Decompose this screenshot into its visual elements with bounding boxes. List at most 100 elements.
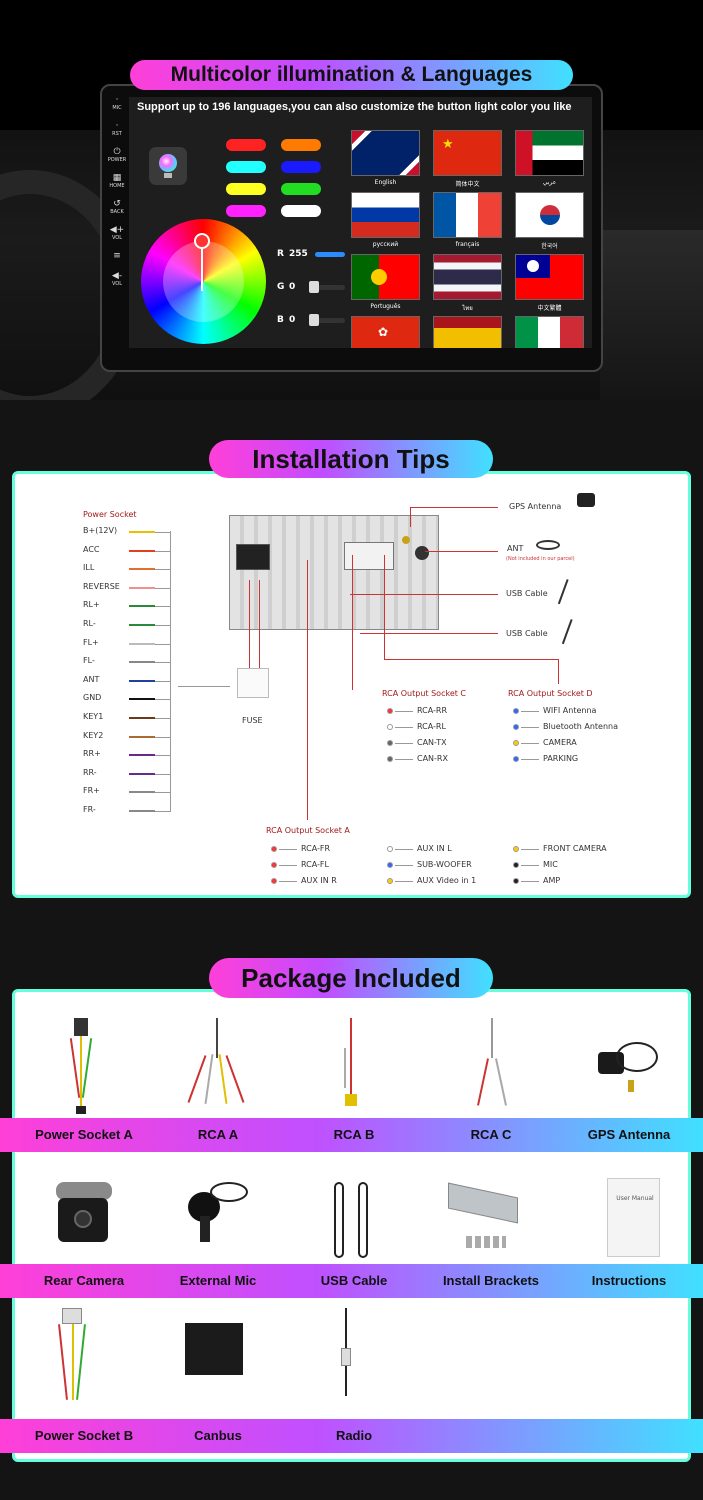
wheel-knob[interactable]: [194, 233, 210, 249]
flag-french[interactable]: [433, 192, 502, 238]
flag-thai[interactable]: [433, 254, 502, 300]
side-button-label: POWER: [107, 157, 127, 163]
rca-plug-icon: [513, 756, 519, 762]
menu-icon[interactable]: ≡: [106, 252, 128, 261]
color-swatch[interactable]: [226, 205, 266, 217]
r-slider[interactable]: [315, 252, 345, 257]
external-mic-image: [180, 1180, 250, 1250]
package-item-label: RCA C: [470, 1127, 512, 1142]
gps-antenna-label: GPS Antenna: [509, 502, 562, 511]
power-pin-label: RR+: [83, 749, 101, 759]
color-swatch[interactable]: [226, 161, 266, 173]
wheel-pointer-line: [201, 247, 203, 291]
power-pin-label: KEY1: [83, 712, 104, 721]
color-swatch[interactable]: [226, 139, 266, 151]
ant-cable-icon: [536, 540, 560, 550]
reset-icon-glyph: ·: [115, 121, 119, 131]
b-slider[interactable]: [309, 314, 319, 326]
color-swatch[interactable]: [281, 139, 321, 151]
rca-lead: [521, 743, 539, 744]
language-label: 한국어: [541, 243, 558, 250]
language-label: Português: [370, 303, 401, 310]
rca-a-image: [187, 1018, 245, 1110]
side-button-label: VOL: [111, 235, 123, 241]
power-pin-label: FL+: [83, 637, 99, 647]
color-swatch[interactable]: [281, 183, 321, 195]
rca-item-label: FRONT CAMERA: [543, 844, 607, 853]
rca-lead: [521, 865, 539, 866]
flag-portuguese[interactable]: [351, 254, 420, 300]
install-brackets-image: [448, 1182, 520, 1256]
rca-lead: [521, 881, 539, 882]
flag-italian[interactable]: [515, 316, 584, 348]
usb-line-1: [350, 594, 498, 595]
rca-item-label: CAMERA: [543, 738, 577, 747]
color-swatch[interactable]: [281, 161, 321, 173]
volume-down-icon-glyph: ◀-: [111, 271, 123, 281]
rca-item-label: AUX IN R: [301, 876, 337, 885]
rca-lead: [521, 711, 539, 712]
rca-d-line: [384, 555, 385, 659]
flag-english[interactable]: [351, 130, 420, 176]
rca-item-label: WIFI Antenna: [543, 706, 597, 715]
volume-up-icon-glyph: ◀+: [109, 225, 125, 235]
head-unit-rear: [229, 515, 439, 630]
power-wire-lead: [155, 532, 171, 533]
power-icon[interactable]: ⏻POWER: [106, 147, 128, 164]
rca-item-label: MIC: [543, 860, 558, 869]
rca-plug-icon: [513, 862, 519, 868]
mic-icon[interactable]: ·MIC: [106, 96, 128, 112]
g-slider[interactable]: [309, 281, 319, 293]
rca-item-label: AUX Video in 1: [417, 876, 477, 885]
power-wire: [129, 810, 155, 812]
flag-hongkong[interactable]: ✿: [351, 316, 420, 348]
rear-camera-image: [52, 1182, 114, 1248]
flag-korean[interactable]: [515, 192, 584, 238]
rca-d-header: RCA Output Socket D: [508, 689, 593, 698]
power-socket-header: Power Socket: [83, 510, 137, 519]
fuse-label: FUSE: [242, 716, 263, 725]
power-wire: [129, 754, 155, 757]
reset-icon[interactable]: ·RST: [106, 121, 128, 138]
package-item-label: Power Socket A: [35, 1127, 133, 1142]
gps-antenna-icon: [577, 493, 595, 507]
power-socket-a-image: [66, 1018, 96, 1114]
rca-item-label: CAN-RX: [417, 754, 448, 763]
g-slider-track: [315, 285, 345, 290]
rca-plug-icon: [513, 878, 519, 884]
back-icon[interactable]: ↺BACK: [106, 200, 128, 216]
rca-d-line-h: [384, 659, 558, 660]
power-icon-glyph: ⏻: [113, 147, 121, 157]
color-swatch[interactable]: [226, 183, 266, 195]
power-wire: [129, 679, 155, 682]
flag-arabic[interactable]: [515, 130, 584, 176]
rca-plug-icon: [387, 724, 393, 730]
home-icon[interactable]: ▦HOME: [106, 174, 128, 190]
power-pin-label: FL-: [83, 656, 95, 666]
rca-lead: [395, 743, 413, 744]
package-item-label: Instructions: [591, 1273, 667, 1288]
flag-traditional-chinese[interactable]: [515, 254, 584, 300]
usb-cable-label-1: USB Cable: [506, 589, 548, 598]
flag-spanish[interactable]: [433, 316, 502, 348]
flag-russian[interactable]: [351, 192, 420, 238]
gps-line: [410, 507, 498, 508]
bulb-icon: [149, 147, 187, 185]
head-unit-display: Support up to 196 languages,you can also…: [129, 97, 592, 348]
rca-lead: [279, 881, 297, 882]
usb-line-2: [360, 633, 498, 634]
rca-item-label: AUX IN L: [417, 844, 452, 853]
power-socket-b-image: [52, 1308, 92, 1406]
rca-lead: [279, 865, 297, 866]
volume-down-icon[interactable]: ◀-VOL: [106, 271, 128, 288]
rca-lead: [395, 881, 413, 882]
radio-adapter-image: [336, 1308, 356, 1400]
side-button-label: HOME: [109, 183, 125, 189]
package-item-label: External Mic: [179, 1273, 257, 1288]
support-text: Support up to 196 languages,you can also…: [137, 101, 572, 113]
instructions-image: User Manual: [607, 1178, 660, 1257]
color-swatch[interactable]: [281, 205, 321, 217]
b-slider-track: [315, 318, 345, 323]
volume-up-icon[interactable]: ◀+VOL: [106, 225, 128, 242]
flag-simplified-chinese[interactable]: ★: [433, 130, 502, 176]
